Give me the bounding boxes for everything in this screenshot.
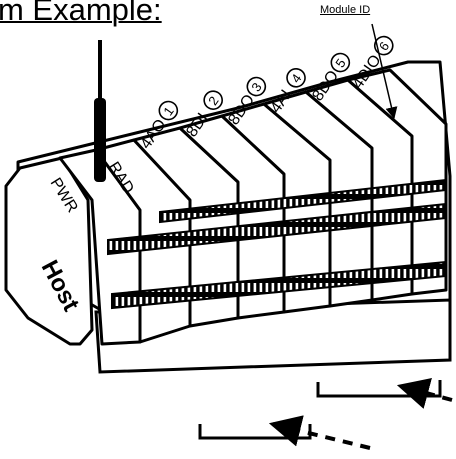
callout-leader-line (371, 23, 398, 120)
host-block: Host (4, 156, 94, 346)
module-id-badge-6 (373, 35, 394, 56)
terminal-strips (107, 178, 447, 310)
module-id-badge-5 (330, 52, 351, 73)
antenna (94, 40, 106, 182)
module-id-callout-label: Module ID (320, 4, 371, 16)
module-id-badge-2 (203, 90, 223, 110)
module-id-badge-3 (246, 76, 267, 97)
module-id-badge-1 (158, 100, 179, 121)
bottom-brackets (198, 380, 442, 440)
insertion-arrows (268, 378, 453, 450)
diagram-title: m Example: (0, 0, 162, 27)
module-id-badge-4 (286, 67, 306, 88)
